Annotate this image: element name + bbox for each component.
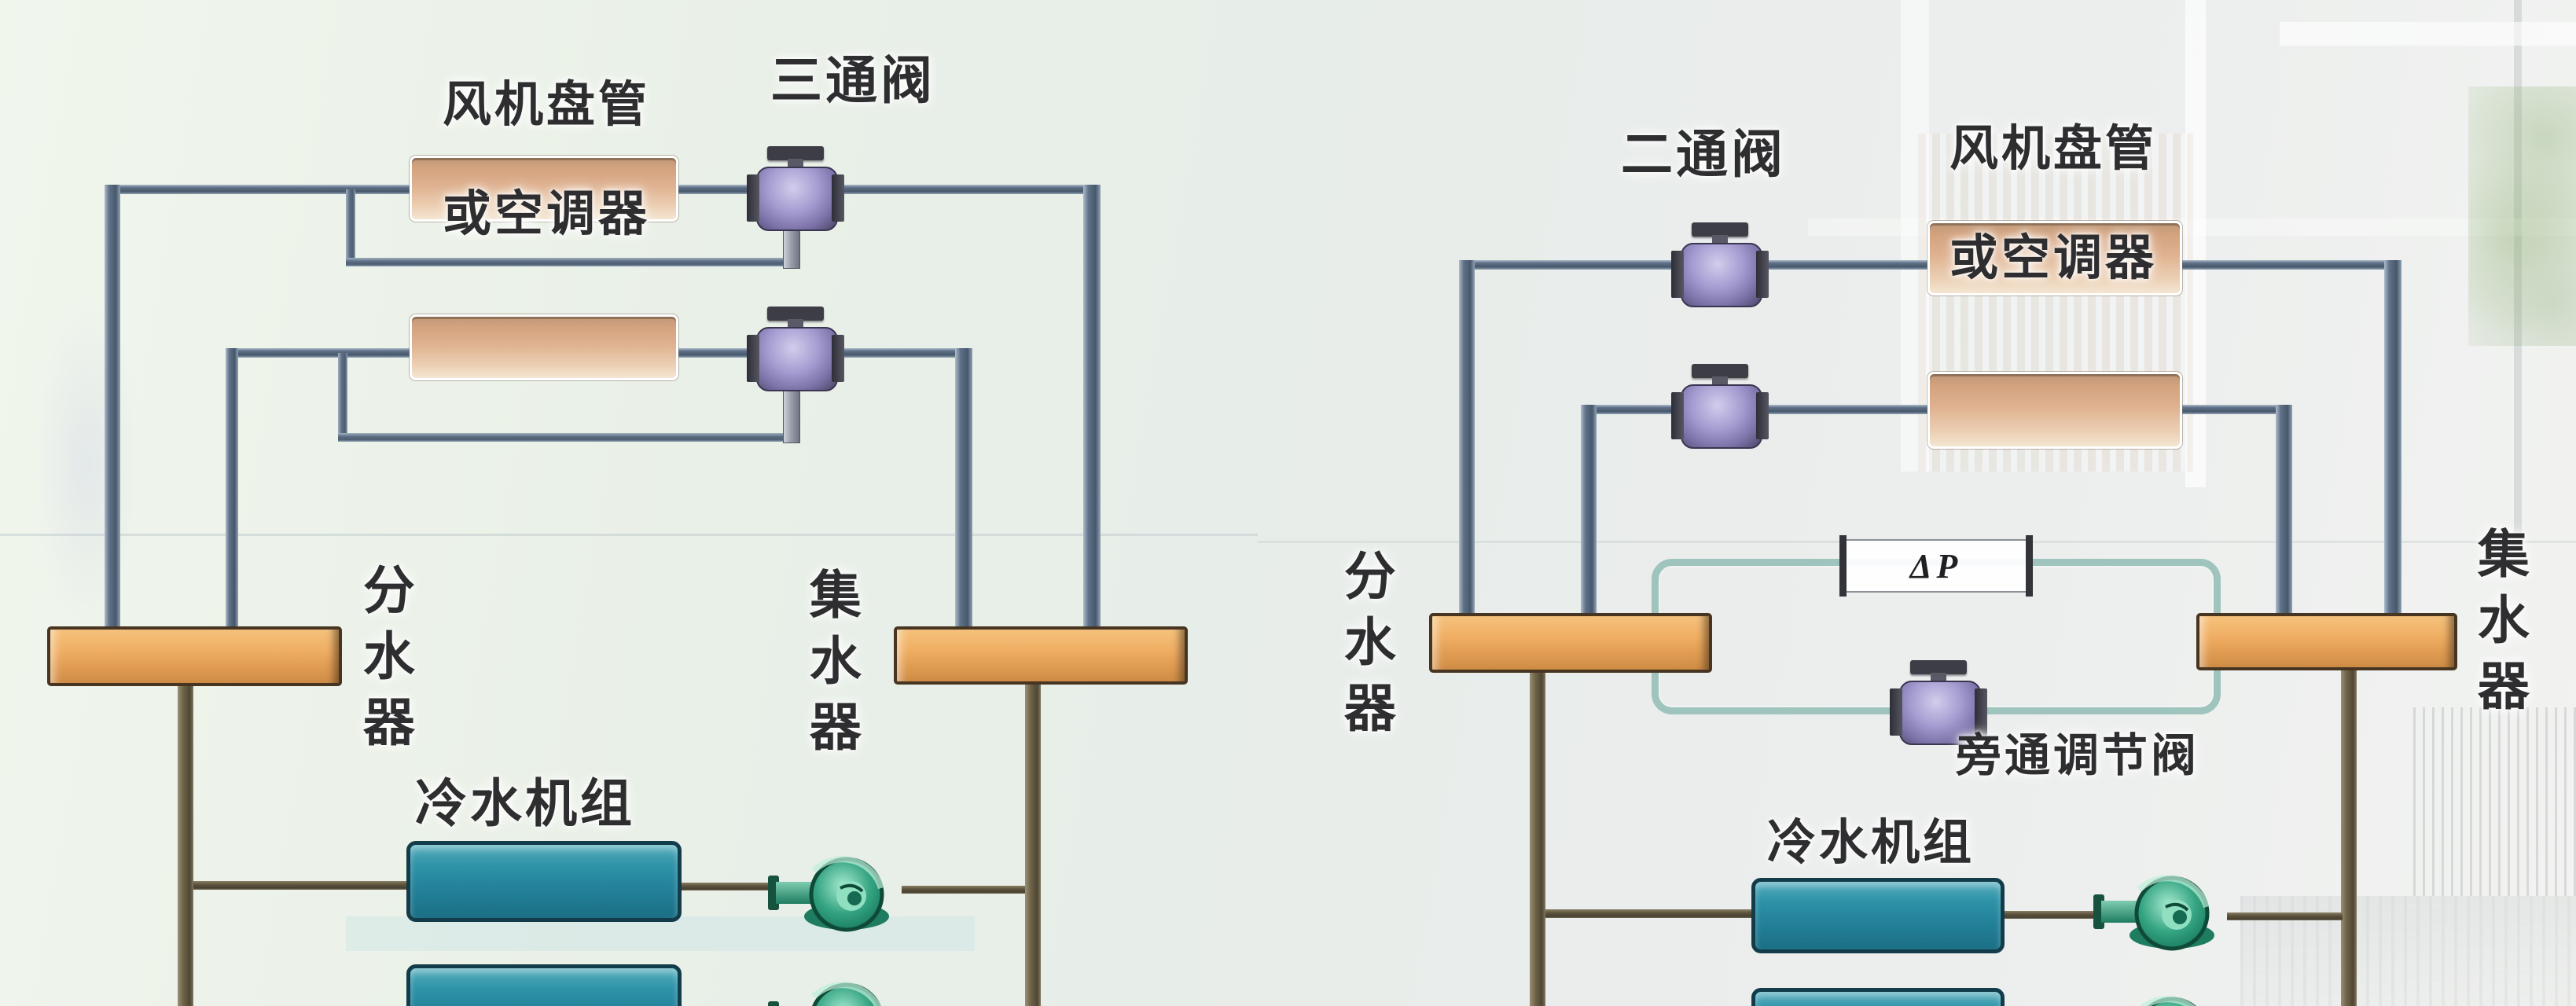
left-riser-supply-2: [226, 348, 238, 633]
valve-flange-left: [747, 174, 759, 222]
valve-neck: [1931, 673, 1946, 682]
background-window-strip-2: [1901, 0, 1929, 472]
bypass-valve-icon: [1882, 660, 1995, 745]
valve-flange-right: [832, 335, 844, 382]
left-chiller-pump-pipe: [674, 883, 770, 890]
right-chiller-pump-pipe: [1997, 911, 2093, 919]
left-collector-label: 集水器: [802, 567, 861, 766]
left-distributor-label: 分水器: [355, 563, 414, 761]
fan-coil-1: [410, 156, 678, 222]
right-chiller-label: 冷水机组: [1767, 816, 1975, 870]
pump-icon-2: [766, 981, 903, 1006]
background-wall-line-left: [0, 534, 1258, 536]
valve-flange-left: [1671, 392, 1684, 439]
pump-icon: [766, 855, 903, 932]
right-riser-return-2: [2276, 405, 2292, 621]
two-way-valve-icon-2: [1663, 364, 1777, 449]
right-pump-icon-2: [2092, 995, 2229, 1006]
background-tint: [31, 299, 141, 629]
valve-neck: [1712, 235, 1728, 244]
two-way-valve-label: 二通阀: [1621, 125, 1786, 183]
fan-coil-2: [410, 314, 678, 380]
left-riser-return-2: [955, 348, 972, 634]
left-bypass-drop-1: [346, 189, 355, 264]
right-chiller-2: [1751, 988, 2005, 1006]
right-pump-icon: [2092, 874, 2229, 951]
valve-body: [756, 167, 838, 231]
left-distributor-bar: [47, 626, 342, 686]
chiller-2: [406, 964, 682, 1006]
left-riser-return-1: [1083, 185, 1101, 634]
valve-flange-left: [1671, 251, 1684, 298]
three-way-valve-label: 三通阀: [770, 51, 935, 109]
valve-handle: [1910, 660, 1967, 674]
left-bypass-drop-2: [338, 353, 347, 439]
valve-neck: [1712, 376, 1728, 386]
right-fan-coil-label-line1: 风机盘管: [1949, 122, 2157, 177]
right-fan-coil-label-line2: 或空调器: [1949, 231, 2157, 286]
background-frame-line: [2514, 0, 2522, 542]
valve-body: [1681, 384, 1762, 449]
right-collector-bar: [2196, 613, 2457, 670]
three-way-valve-icon-2: [739, 307, 852, 391]
right-fan-coil-1: [1927, 221, 2182, 296]
valve-stem-1: [783, 226, 800, 269]
bypass-valve-label: 旁通调节阀: [1956, 730, 2200, 781]
left-riser-supply-1: [105, 185, 120, 633]
right-fan-coil-2: [1927, 372, 2182, 449]
right-distributor-label: 分水器: [1336, 549, 1395, 747]
dp-sensor-box: ΔP: [1839, 535, 2033, 597]
valve-flange-left: [747, 335, 759, 382]
valve-stem-2: [783, 385, 800, 443]
left-bypass-line-2: [338, 433, 796, 442]
right-riser-supply-1: [1459, 260, 1475, 621]
valve-flange-right: [1756, 251, 1769, 298]
right-distributor-bar: [1429, 613, 1712, 673]
left-fan-coil-label-line2: 或空调器: [442, 187, 650, 242]
right-riser-return-1: [2384, 260, 2401, 621]
left-pump-return-pipe: [902, 886, 1025, 894]
two-way-valve-icon-1: [1663, 222, 1777, 307]
valve-handle: [767, 307, 824, 321]
background-window-strip: [2185, 0, 2206, 487]
right-fan-coil-label: 风机盘管 或空调器: [1927, 68, 2179, 286]
valve-body: [1681, 243, 1762, 307]
left-collector-bar: [894, 626, 1188, 685]
right-riser-supply-2: [1581, 405, 1597, 621]
background-machinery: [2413, 707, 2576, 896]
valve-handle: [1692, 364, 1748, 378]
right-chiller-supply-pipe: [1545, 909, 1751, 918]
background-band: [1808, 218, 2576, 236]
left-fan-coil-label-line1: 风机盘管: [442, 78, 650, 133]
right-collector-label: 集水器: [2470, 527, 2529, 725]
left-chiller-label: 冷水机组: [415, 774, 635, 832]
background-foliage: [2468, 86, 2576, 346]
dp-sensor-label: ΔP: [1909, 546, 1963, 586]
valve-flange-right: [832, 174, 844, 222]
right-collector-downpipe: [2341, 662, 2357, 1006]
left-collector-downpipe: [1025, 674, 1041, 1006]
left-chiller-supply-pipe: [193, 881, 406, 890]
valve-flange-right: [1975, 688, 1987, 736]
valve-neck: [788, 159, 803, 168]
valve-handle: [1692, 222, 1748, 237]
left-fan-coil-label: 风机盘管 或空调器: [424, 24, 668, 242]
valve-flange-left: [1890, 688, 1902, 736]
valve-handle: [767, 146, 824, 160]
valve-flange-right: [1756, 392, 1769, 439]
valve-body: [756, 327, 838, 391]
left-distributor-downpipe: [178, 676, 193, 1006]
valve-neck: [788, 319, 803, 329]
background-sill-band: [2280, 22, 2576, 46]
right-pump-return-pipe: [2227, 912, 2343, 920]
three-way-valve-icon-1: [739, 146, 852, 231]
right-distributor-downpipe: [1530, 664, 1545, 1006]
right-chiller-1: [1751, 878, 2005, 953]
chiller-1: [406, 841, 682, 922]
left-bypass-line-1: [346, 258, 796, 266]
